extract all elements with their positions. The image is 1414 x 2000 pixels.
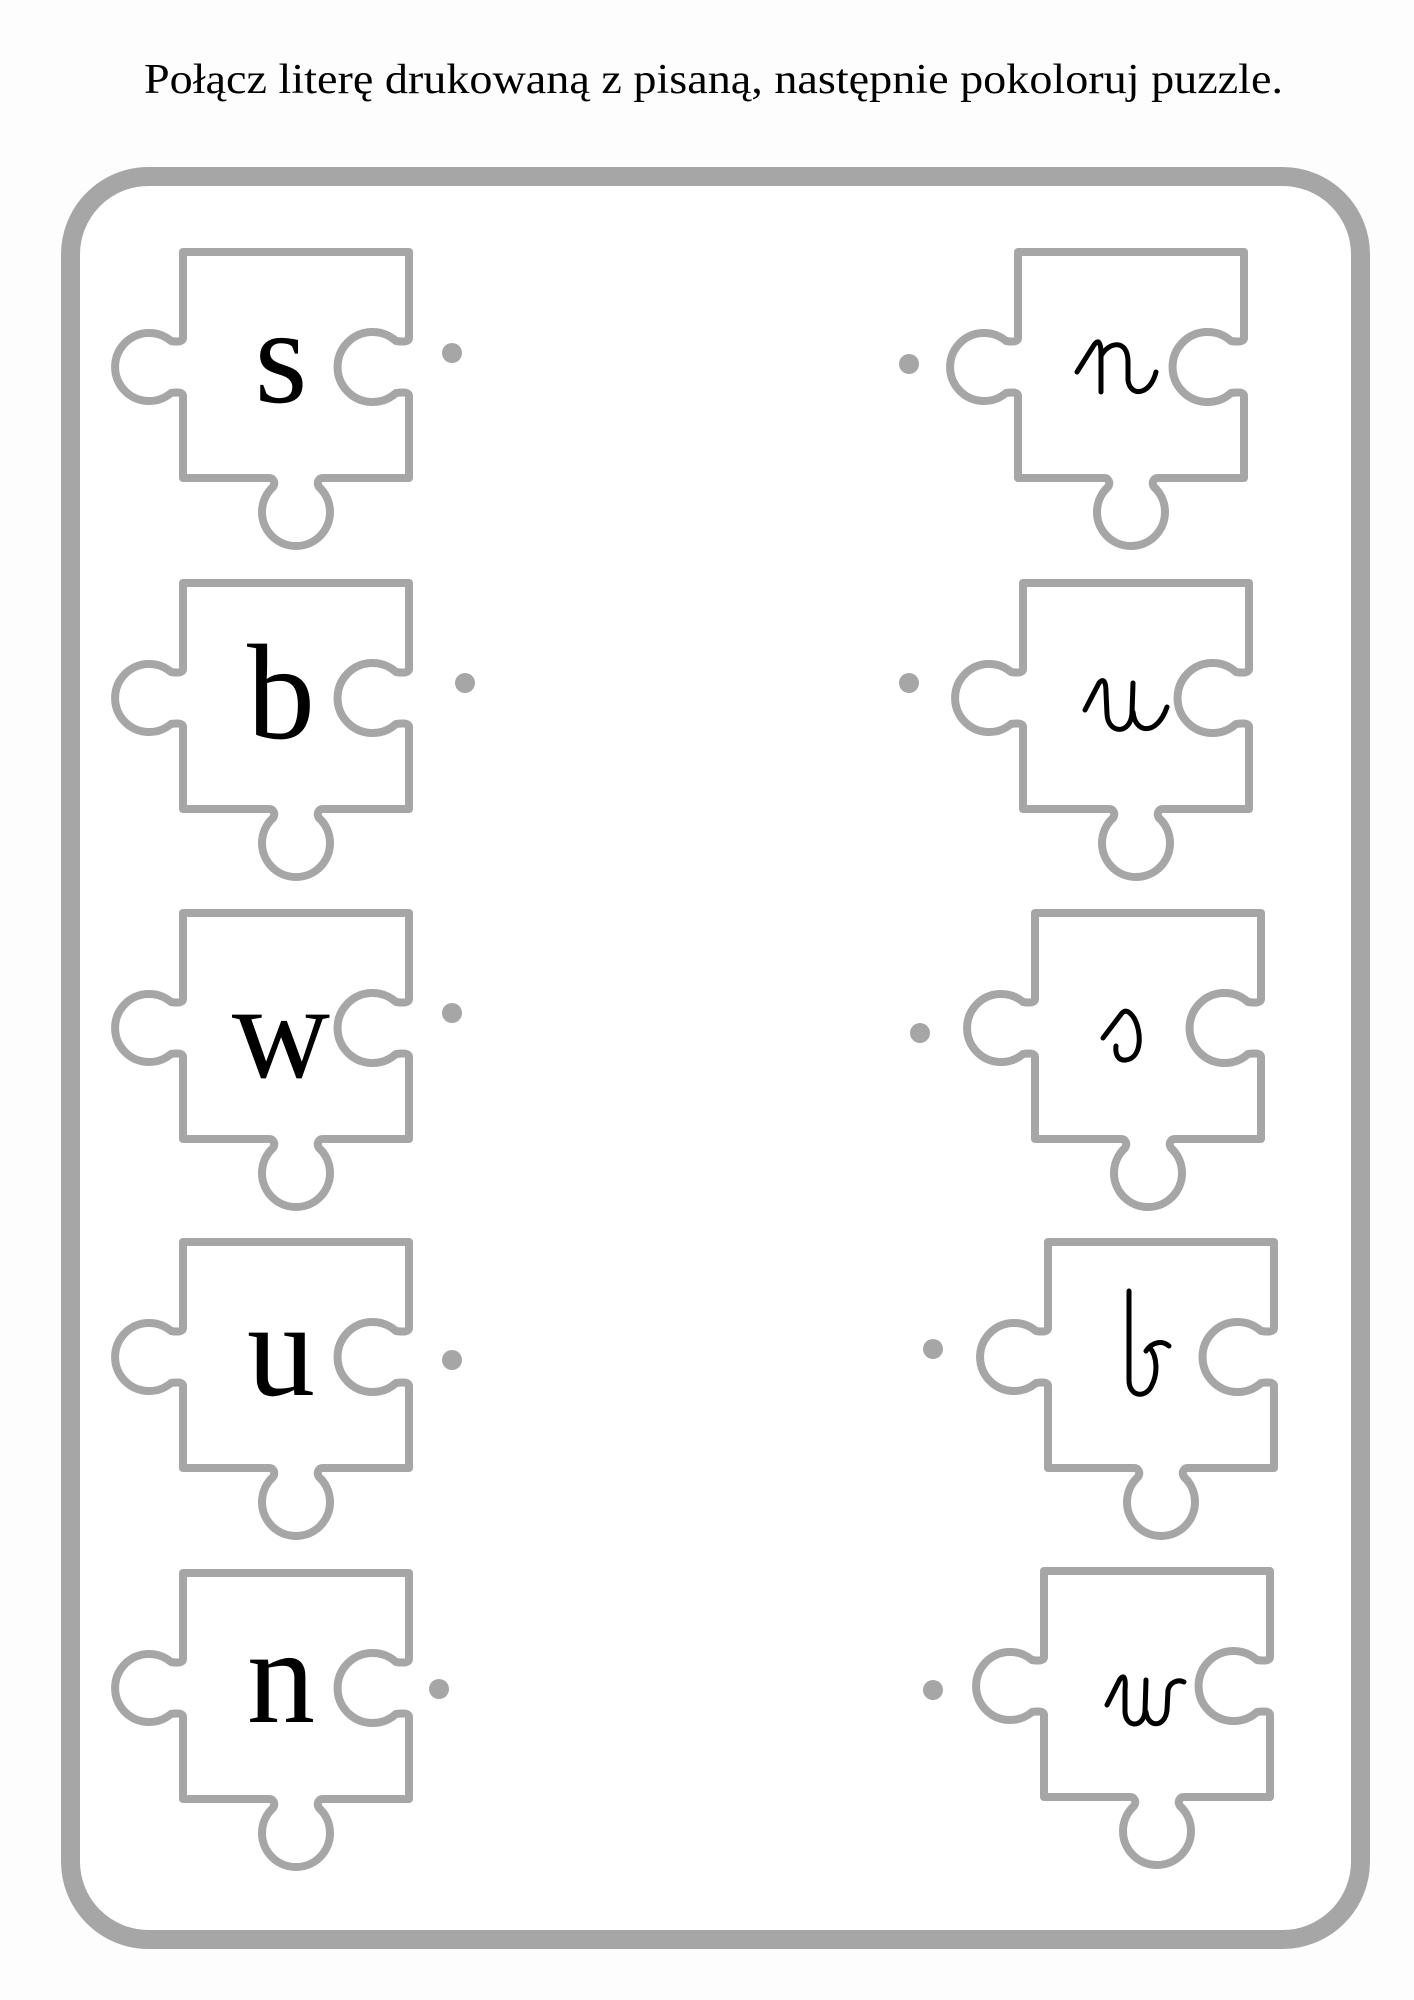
connect-dot-right[interactable] xyxy=(910,1023,930,1043)
puzzle-piece-outline[interactable] xyxy=(111,1238,413,1541)
cursive-puzzle-piece[interactable] xyxy=(899,248,1248,551)
printed-puzzle-piece[interactable]: n xyxy=(111,1569,449,1872)
puzzle-piece-outline[interactable] xyxy=(111,579,413,882)
puzzle-piece-outline[interactable] xyxy=(976,1238,1278,1541)
printed-letter: n xyxy=(247,1602,315,1752)
connect-dot-left[interactable] xyxy=(429,1679,449,1699)
connect-dot-left[interactable] xyxy=(442,343,462,363)
printed-puzzle-piece[interactable]: s xyxy=(111,248,462,551)
puzzle-piece-outline[interactable] xyxy=(111,248,413,551)
cursive-puzzle-piece[interactable] xyxy=(910,909,1265,1212)
connect-dot-right[interactable] xyxy=(923,1339,943,1359)
cursive-letters-column xyxy=(899,248,1278,1870)
puzzle-piece-outline[interactable] xyxy=(946,248,1248,551)
cursive-letter-u xyxy=(1082,678,1170,732)
printed-letters-column: s b w u n xyxy=(111,248,475,1872)
connect-dot-right[interactable] xyxy=(923,1680,943,1700)
printed-puzzle-piece[interactable]: u xyxy=(111,1238,462,1541)
connect-dot-left[interactable] xyxy=(455,673,475,693)
cursive-letter-w xyxy=(1104,1674,1187,1727)
printed-puzzle-piece[interactable]: b xyxy=(111,579,475,882)
connect-dot-right[interactable] xyxy=(899,354,919,374)
printed-letter: u xyxy=(247,1275,315,1425)
cursive-letter-n xyxy=(1074,339,1159,395)
printed-letter: b xyxy=(247,618,315,768)
printed-letter: w xyxy=(232,957,330,1107)
cursive-puzzle-piece[interactable] xyxy=(899,579,1253,882)
cursive-puzzle-piece[interactable] xyxy=(923,1567,1274,1870)
puzzle-piece-outline[interactable] xyxy=(111,1569,413,1872)
puzzle-piece-outline[interactable] xyxy=(111,909,413,1212)
connect-dot-right[interactable] xyxy=(899,673,919,693)
connect-dot-left[interactable] xyxy=(442,1350,462,1370)
cursive-letter-s xyxy=(1100,1008,1142,1063)
cursive-letter-b xyxy=(1126,1288,1172,1397)
puzzle-piece-outline[interactable] xyxy=(963,909,1265,1212)
printed-puzzle-piece[interactable]: w xyxy=(111,909,462,1212)
puzzle-piece-outline[interactable] xyxy=(951,579,1253,882)
printed-letter: s xyxy=(255,282,308,432)
connect-dot-left[interactable] xyxy=(442,1003,462,1023)
cursive-puzzle-piece[interactable] xyxy=(923,1238,1278,1541)
puzzle-piece-outline[interactable] xyxy=(972,1567,1274,1870)
instruction-title: Połącz literę drukowaną z pisaną, następ… xyxy=(144,57,1283,103)
